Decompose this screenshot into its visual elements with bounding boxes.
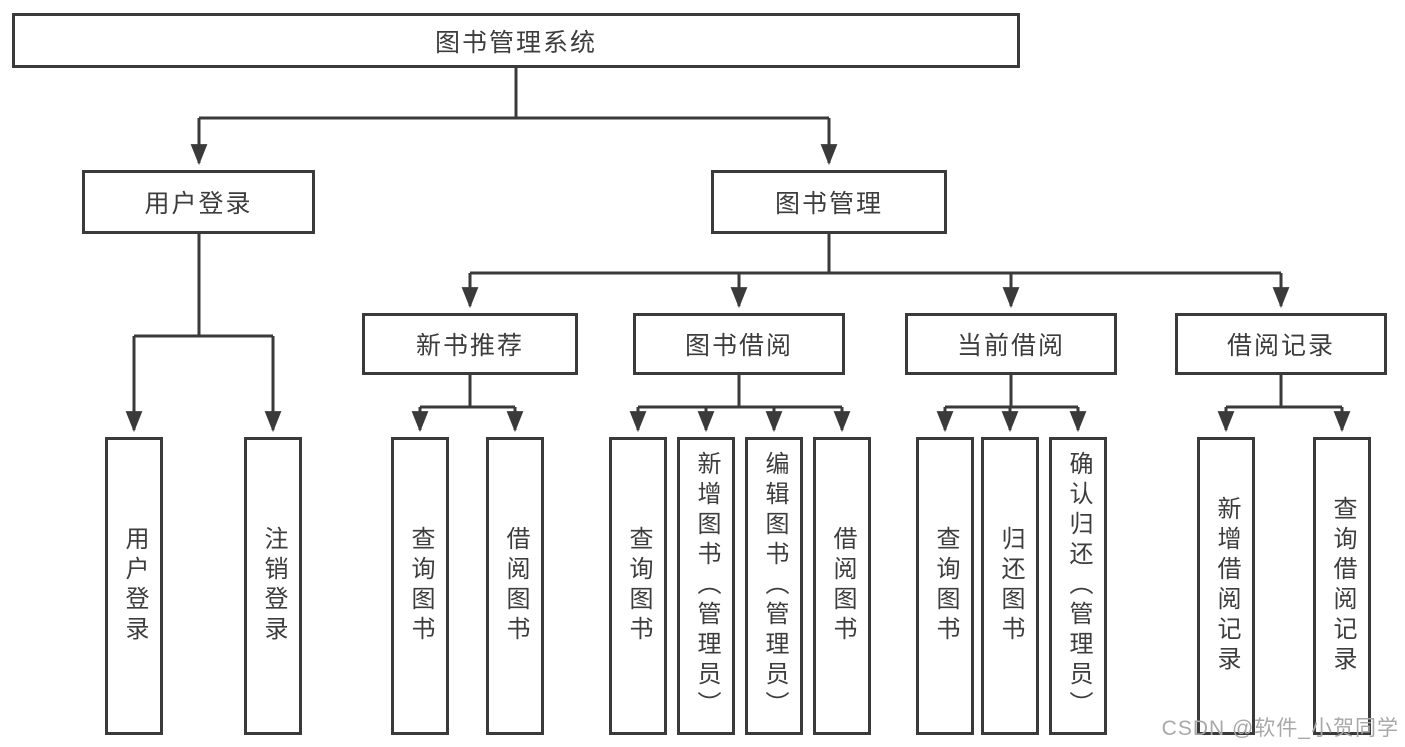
leaf-query-borrow-record: 查询借阅记录: [1313, 437, 1371, 735]
node-book-borrow-label: 图书借阅: [684, 332, 793, 360]
leaf-query-books-recommend: 查询图书: [391, 437, 449, 735]
leaf-return-books: 归还图书: [981, 437, 1039, 735]
leaf-query-books-borrow: 查询图书: [609, 437, 667, 735]
leaf-query-borrow-record-label: 查询借阅记录: [1329, 496, 1356, 676]
leaf-query-books-current-label: 查询图书: [932, 526, 959, 646]
leaf-logout: 注销登录: [244, 437, 302, 735]
leaf-query-books-borrow-label: 查询图书: [625, 526, 652, 646]
node-borrow-records-label: 借阅记录: [1226, 332, 1335, 360]
leaf-add-borrow-record-label: 新增借阅记录: [1213, 496, 1240, 676]
node-current-borrow-label: 当前借阅: [956, 332, 1065, 360]
leaf-add-book-admin-label: 新增图书（管理员）: [693, 451, 720, 721]
leaf-return-books-label: 归还图书: [997, 526, 1024, 646]
leaf-add-book-admin: 新增图书（管理员）: [677, 437, 735, 735]
leaf-borrow-books: 借阅图书: [813, 437, 871, 735]
leaf-query-books-recommend-label: 查询图书: [407, 526, 434, 646]
watermark: CSDN @软件_小贺同学: [1161, 717, 1399, 740]
leaf-borrow-books-label: 借阅图书: [829, 526, 856, 646]
leaf-query-books-current: 查询图书: [916, 437, 974, 735]
leaf-borrow-books-recommend-label: 借阅图书: [502, 526, 529, 646]
leaf-add-borrow-record: 新增借阅记录: [1197, 437, 1255, 735]
leaf-edit-book-admin-label: 编辑图书（管理员）: [761, 451, 788, 721]
node-book-borrow: 图书借阅: [633, 313, 845, 375]
node-root: 图书管理系统: [12, 13, 1020, 68]
leaf-borrow-books-recommend: 借阅图书: [486, 437, 544, 735]
node-user-login-label: 用户登录: [144, 190, 253, 218]
node-current-borrow: 当前借阅: [905, 313, 1117, 375]
leaf-user-login-label: 用户登录: [121, 526, 148, 646]
leaf-logout-label: 注销登录: [260, 526, 287, 646]
node-new-book-recommend: 新书推荐: [362, 313, 578, 375]
leaf-confirm-return-admin-label: 确认归还（管理员）: [1065, 451, 1092, 721]
node-user-login: 用户登录: [82, 170, 315, 234]
leaf-user-login: 用户登录: [105, 437, 163, 735]
leaf-edit-book-admin: 编辑图书（管理员）: [745, 437, 803, 735]
node-root-label: 图书管理系统: [434, 28, 597, 57]
node-book-management-label: 图书管理: [774, 190, 883, 218]
node-book-management: 图书管理: [711, 170, 947, 234]
leaf-confirm-return-admin: 确认归还（管理员）: [1049, 437, 1107, 735]
node-new-book-recommend-label: 新书推荐: [415, 332, 524, 360]
node-borrow-records: 借阅记录: [1175, 313, 1387, 375]
